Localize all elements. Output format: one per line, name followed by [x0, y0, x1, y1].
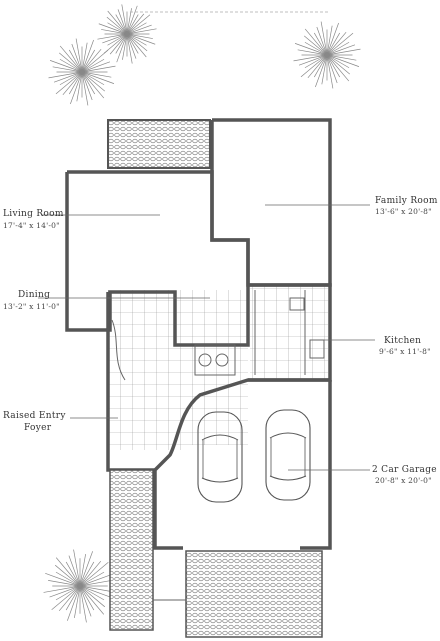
- foyer-label: Foyer: [24, 423, 52, 433]
- tree-bottom-left: [43, 549, 117, 623]
- dining-size: 13'-2" x 11'-0": [3, 302, 60, 311]
- tree-top-right: [293, 21, 361, 89]
- living-room-size: 17'-4" x 14'-0": [3, 221, 60, 230]
- living-room-walls: [65, 170, 250, 347]
- patio-pavers-top: [107, 119, 211, 169]
- tree-top-left: [48, 38, 116, 106]
- family-room-walls: [210, 118, 332, 287]
- kitchen-size: 9'-6" x 11'-8": [379, 347, 431, 356]
- living-room-label: Living Room: [3, 209, 64, 219]
- car-right: [265, 409, 311, 501]
- walkway-pavers: [109, 469, 154, 631]
- raised-entry-label: Raised Entry: [3, 411, 66, 421]
- family-room-label: Family Room: [375, 196, 438, 206]
- dining-label: Dining: [18, 290, 50, 300]
- garage-walls: [153, 378, 332, 550]
- garage-size: 20'-8" x 20'-0": [375, 476, 432, 485]
- tree-top-center: [97, 4, 157, 64]
- garage-label: 2 Car Garage: [372, 465, 437, 475]
- kitchen-label: Kitchen: [384, 336, 421, 346]
- driveway-pavers: [185, 550, 323, 638]
- foyer-tile: [108, 390, 183, 450]
- family-room-size: 13'-6" x 20'-8": [375, 207, 432, 216]
- kitchen-tile: [250, 285, 328, 380]
- car-left: [197, 411, 243, 503]
